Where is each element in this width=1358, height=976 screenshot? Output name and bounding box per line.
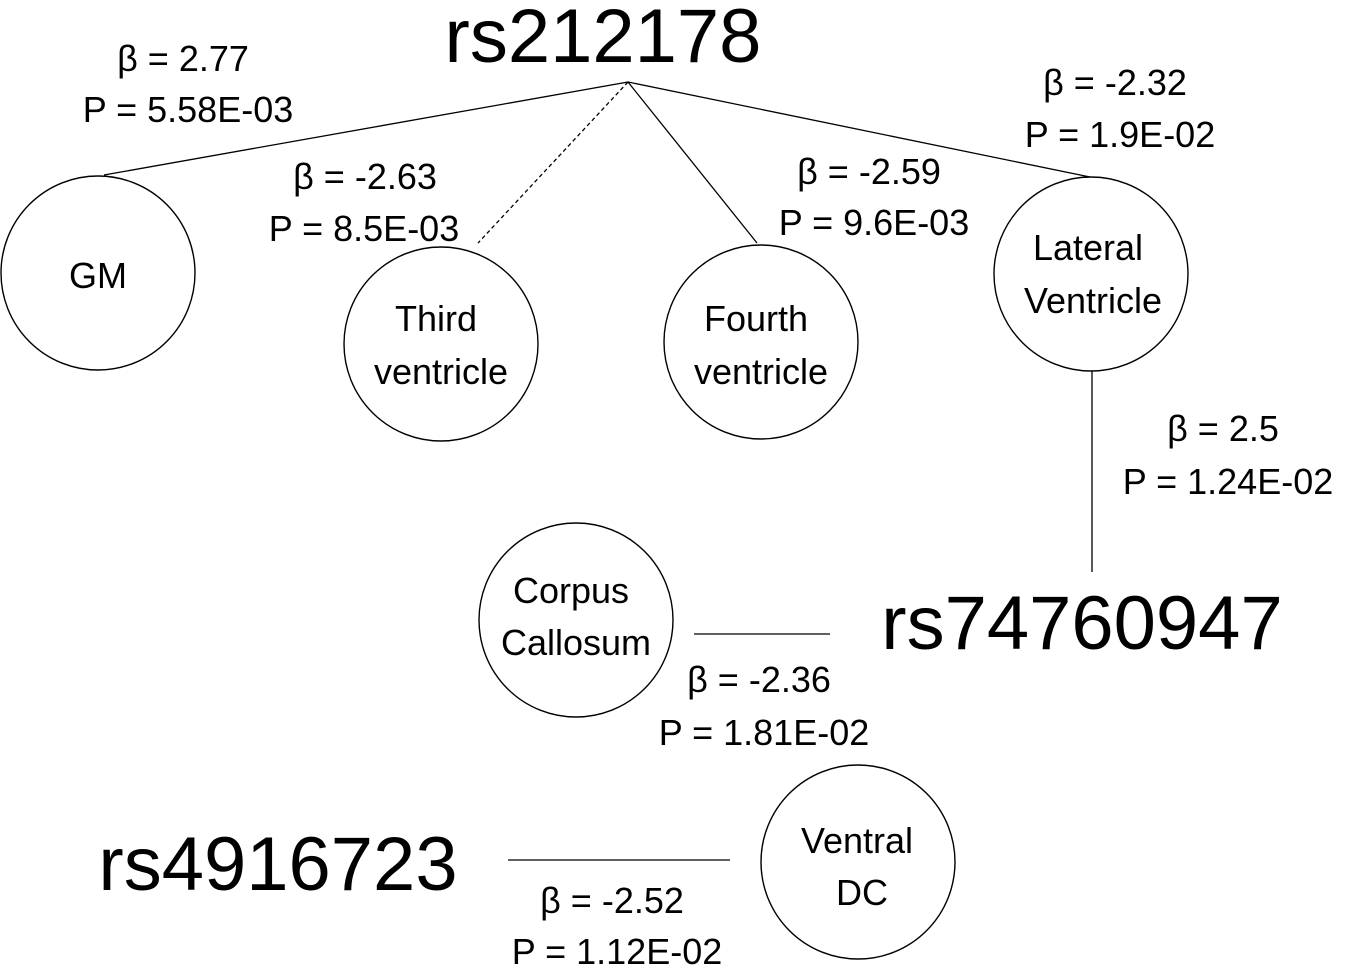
edge-rs212178-gm: [103, 81, 629, 176]
edge-rs212178-fourth-ventricle: [627, 81, 758, 244]
node-lateral-ventricle: Lateral Ventricle: [993, 176, 1189, 372]
edge-rs212178-third-ventricle: [477, 81, 629, 244]
node-lateral-ventricle-label: Lateral Ventricle: [1024, 227, 1162, 321]
snp-rs4916723: rs4916723: [98, 822, 457, 907]
edge-label-rs74760947-corpus-callosum: β = -2.36 P = 1.81E-02: [659, 659, 870, 753]
node-fourth-ventricle-circle: [663, 244, 859, 440]
node-gm-circle: [0, 175, 196, 371]
node-gm: GM: [0, 175, 196, 371]
node-corpus-callosum-circle: [478, 522, 674, 718]
edge-label-rs212178-fourth-ventricle: β = -2.59 P = 9.6E-03: [779, 151, 969, 243]
edge-label-rs4916723-ventral-dc: β = -2.52 P = 1.12E-02: [512, 880, 723, 972]
snp-rs74760947: rs74760947: [881, 581, 1282, 666]
edge-label-rs212178-third-ventricle: β = -2.63 P = 8.5E-03: [269, 156, 459, 249]
node-third-ventricle: Third ventricle: [343, 246, 539, 442]
node-third-ventricle-circle: [343, 246, 539, 442]
edge-label-rs212178-gm: β = 2.77 P = 5.58E-03: [83, 38, 294, 130]
edge-rs212178-lateral-ventricle: [627, 81, 1091, 178]
node-corpus-callosum: Corpus Callosum: [478, 522, 674, 718]
node-lateral-ventricle-circle: [993, 176, 1189, 372]
node-corpus-callosum-label: Corpus Callosum: [501, 570, 651, 663]
node-ventral-dc-circle: [760, 764, 956, 960]
edge-label-rs74760947-lateral-ventricle: β = 2.5 P = 1.24E-02: [1123, 408, 1334, 502]
edge-label-rs212178-lateral-ventricle: β = -2.32 P = 1.9E-02: [1025, 62, 1215, 155]
node-fourth-ventricle-label: Fourth ventricle: [694, 298, 828, 392]
snp-rs212178: rs212178: [445, 0, 762, 79]
node-ventral-dc-label: Ventral DC: [801, 820, 923, 913]
node-third-ventricle-label: Third ventricle: [374, 298, 508, 392]
node-fourth-ventricle: Fourth ventricle: [663, 244, 859, 440]
node-ventral-dc: Ventral DC: [760, 764, 956, 960]
node-gm-label: GM: [69, 255, 127, 296]
